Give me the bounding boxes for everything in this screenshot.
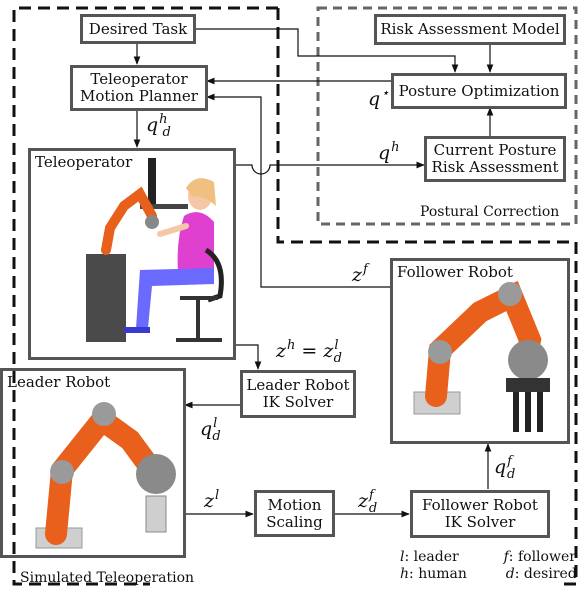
motion-planner-box: Teleoperator Motion Planner — [70, 65, 208, 111]
follower-robot-panel: Follower Robot — [390, 258, 570, 444]
leader-ik-label-2: IK Solver — [262, 393, 334, 411]
arrow-teleoperator-to-leader-ik — [236, 344, 262, 370]
leader-robot-panel: Leader Robot — [0, 368, 186, 558]
motion-scaling-box: Motion Scaling — [254, 490, 335, 537]
legend-l-val: : leader — [404, 549, 459, 565]
leader-ik-box: Leader Robot IK Solver — [240, 370, 356, 418]
legend-row-1: l: leader f: follower — [400, 549, 577, 566]
simulated-teleoperation-region — [12, 6, 578, 586]
arrow-follower-to-planner — [206, 93, 390, 288]
risk-model-label: Risk Assessment Model — [380, 20, 560, 38]
motion-scaling-label-2: Scaling — [266, 512, 323, 531]
follower-robot-title: Follower Robot — [397, 263, 513, 281]
legend: l: leader f: follower h: human d: desire… — [400, 549, 577, 583]
postural-correction-label: Postural Correction — [420, 204, 560, 220]
signal-q-star: q⋆ — [368, 86, 390, 110]
signal-q-d-f: qfd — [494, 454, 516, 482]
follower-ik-box: Follower Robot IK Solver — [410, 490, 550, 538]
leader-robot-illustration — [35, 402, 176, 549]
legend-row-2: h: human d: desired — [400, 566, 577, 583]
motion-planner-label-1: Teleoperator — [90, 70, 188, 88]
current-risk-label-2: Risk Assessment — [431, 158, 559, 176]
signal-z-equation: zh = zld — [276, 338, 342, 366]
follower-ik-label-1: Follower Robot — [422, 496, 538, 514]
signal-q-d-h: qhd — [146, 112, 171, 140]
simulated-teleoperation-label: Simulated Teleoperation — [20, 570, 195, 586]
signal-z-d-f: zfd — [358, 488, 378, 516]
motion-planner-label-2: Motion Planner — [80, 87, 198, 105]
motion-scaling-label-1: Motion — [267, 495, 322, 514]
desired-task-label: Desired Task — [88, 19, 188, 38]
follower-robot-illustration — [413, 280, 550, 432]
posture-optimization-label: Posture Optimization — [398, 81, 560, 100]
desired-task-box: Desired Task — [80, 14, 196, 44]
risk-model-box: Risk Assessment Model — [374, 14, 566, 45]
signal-q-h: qh — [378, 140, 400, 164]
arrow-task-to-optimization — [195, 28, 459, 73]
teleoperator-illustration — [86, 158, 224, 342]
leader-robot-title: Leader Robot — [7, 373, 111, 391]
legend-d-key: d — [505, 566, 515, 582]
legend-h-val: : human — [409, 566, 467, 582]
teleoperator-title: Teleoperator — [35, 153, 133, 171]
signal-z-f: zf — [352, 262, 368, 286]
signal-q-d-l: qld — [200, 416, 221, 444]
posture-optimization-box: Posture Optimization — [391, 73, 567, 109]
legend-l-key: l — [400, 549, 405, 565]
legend-d-val: : desired — [514, 566, 577, 582]
legend-f-val: : follower — [508, 549, 576, 565]
leader-ik-label-1: Leader Robot — [246, 376, 350, 394]
current-risk-label-1: Current Posture — [433, 141, 557, 159]
signal-z-l: zl — [204, 488, 220, 512]
follower-ik-label-2: IK Solver — [444, 513, 516, 531]
postural-correction-region — [316, 6, 578, 226]
legend-f-key: f — [503, 549, 509, 565]
arrow-teleoperator-to-risk — [236, 161, 425, 175]
legend-h-key: h — [400, 566, 410, 582]
current-risk-box: Current Posture Risk Assessment — [424, 136, 566, 182]
teleoperator-panel: Teleoperator — [28, 148, 236, 360]
